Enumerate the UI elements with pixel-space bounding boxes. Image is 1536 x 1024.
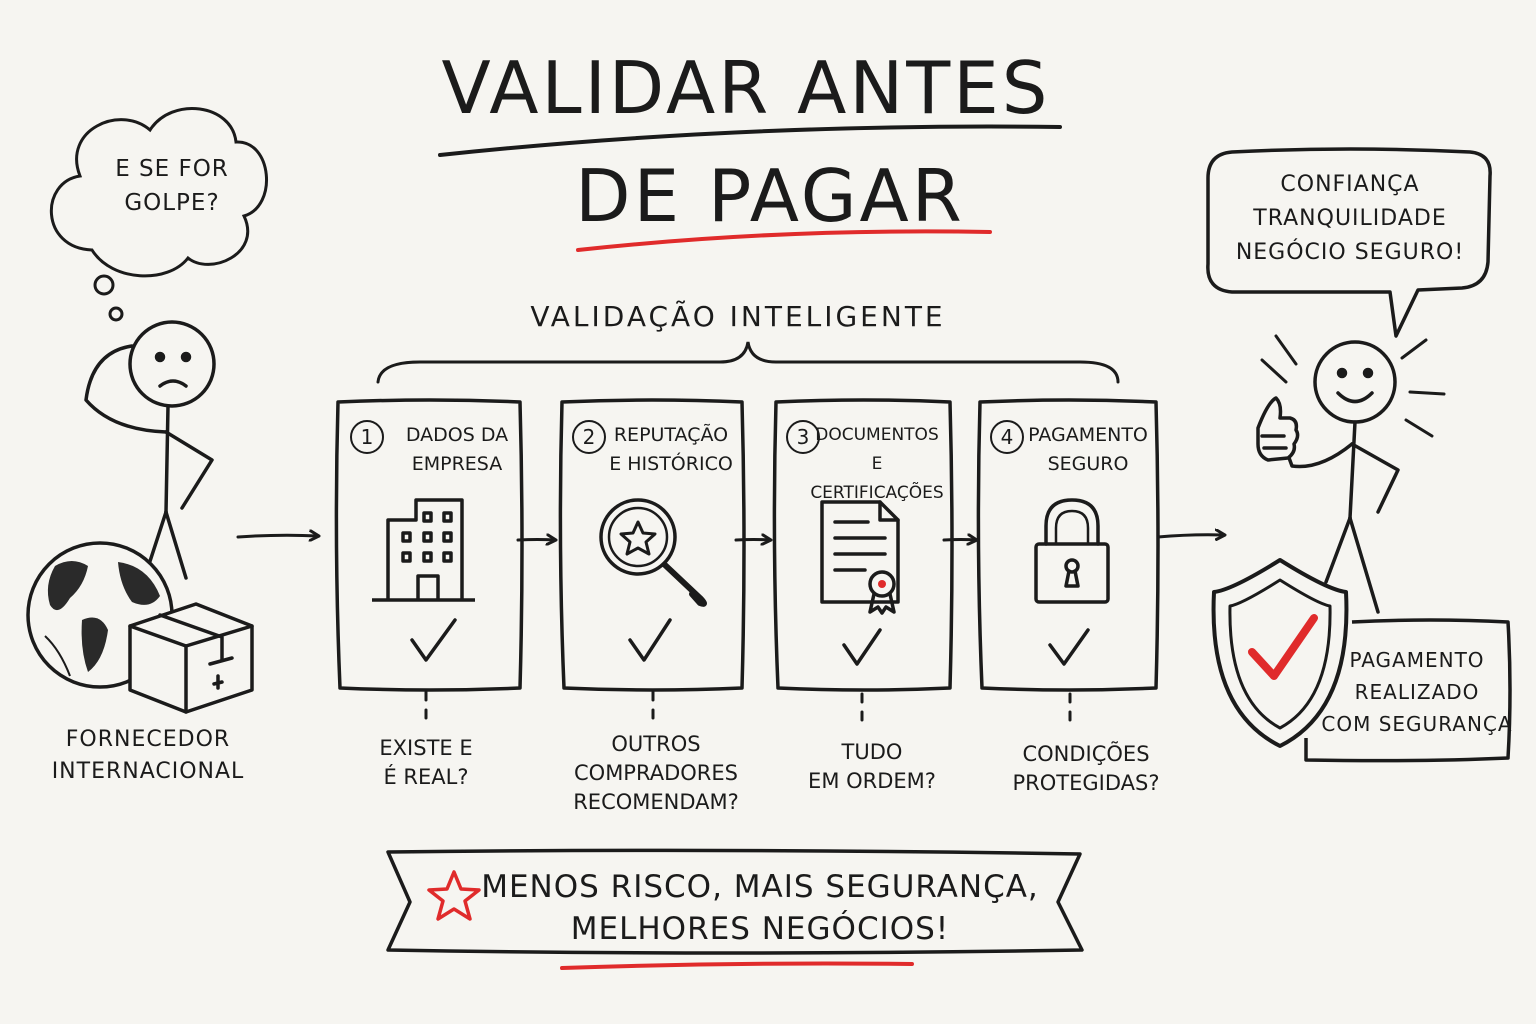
step-number-1: 1 (350, 420, 384, 454)
padlock-icon (1034, 498, 1110, 604)
building-icon (372, 498, 475, 602)
banner (386, 848, 1084, 970)
step-title-2: Reputação e histórico (609, 424, 733, 475)
arrow-to-step-1 (236, 535, 318, 537)
step-title-3: Documentos e certificações (810, 425, 944, 503)
title-underline (438, 124, 1062, 157)
arrow-step-2-to-3 (734, 540, 770, 541)
step-number-2: 2 (572, 420, 606, 454)
speech-bubble (1206, 147, 1492, 338)
brace (376, 341, 1120, 384)
arrow-to-result (1156, 535, 1224, 537)
step-question-1: Existe e é real? (379, 736, 473, 789)
step-number-4: 4 (990, 420, 1024, 454)
shield-check-icon (1211, 558, 1349, 748)
arrow-step-1-to-2 (516, 540, 555, 541)
title-underline-accent (576, 229, 992, 252)
step-card-1 (334, 398, 524, 692)
step-title-4: Pagamento seguro (1028, 424, 1148, 475)
arrow-step-3-to-4 (942, 540, 976, 541)
step-question-2: Outros compradores recomendam? (573, 732, 739, 814)
step-question-4: Condições protegidas? (1012, 742, 1160, 795)
step-title-1: Dados da empresa (405, 424, 509, 475)
speech-text: Confiança tranquilidade negócio seguro! (1235, 172, 1465, 265)
star-icon (427, 870, 481, 921)
step-number-3: 3 (786, 420, 820, 454)
banner-text: Menos risco, mais segurança, melhores ne… (481, 869, 1039, 947)
worried-stick-figure (84, 320, 216, 594)
step-question-3: Tudo em ordem? (808, 740, 936, 793)
step-card-3 (772, 398, 954, 692)
dashed-connectors (424, 690, 1072, 728)
thought-text: E se for golpe? (115, 156, 229, 216)
check-icon (410, 618, 1090, 666)
flow-arrows (236, 535, 1224, 541)
page-title-line-2: de pagar (575, 154, 965, 238)
package-box-icon (128, 602, 254, 714)
happy-stick-figure (1256, 334, 1446, 614)
banner-underline-accent (560, 961, 914, 970)
step-card-2 (558, 398, 746, 692)
result-card-text: Pagamento realizado com segurança (1321, 648, 1513, 736)
brace-label: Validação inteligente (530, 300, 946, 333)
page-title-line-1: Validar antes (441, 46, 1051, 130)
supplier-label: Fornecedor internacional (51, 727, 245, 784)
certificate-document-icon (820, 500, 900, 615)
thought-bubble (49, 107, 268, 322)
step-card-4 (976, 398, 1160, 692)
result-card (1304, 618, 1512, 763)
magnifier-star-icon (599, 498, 707, 607)
